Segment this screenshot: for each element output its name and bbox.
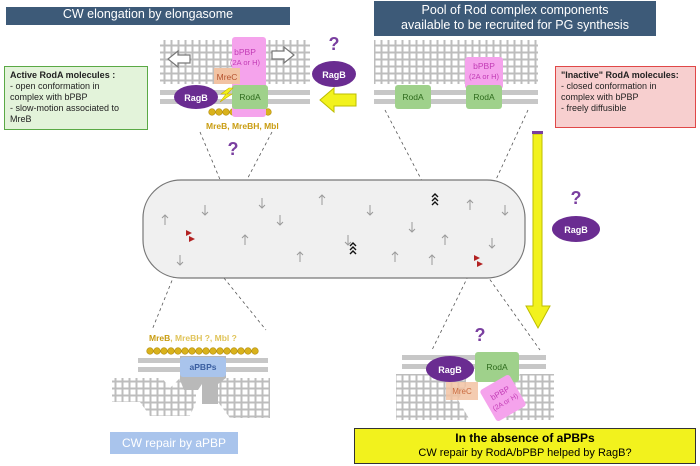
apbp-label: aPBPs (190, 362, 217, 372)
arrow-right-icon (271, 45, 295, 65)
active-roda-line2: complex with bPBP (10, 92, 88, 102)
repair2-membrane-inner (402, 364, 546, 369)
mreb-repair-filament (146, 347, 259, 355)
apbp-head (180, 357, 226, 377)
black-marker-2 (431, 193, 439, 206)
roda-repair-illustration: RodA MreC bPBP (2A or H) RagB (396, 352, 554, 421)
repair2-ragb-label: RagB (438, 365, 462, 375)
arrow-left-icon (167, 49, 191, 69)
active-roda-line3: - slow-motion associated to (10, 103, 120, 113)
repair2-mrec-label: MreC (452, 387, 472, 396)
title-repair-apbp: CW repair by aPBP (110, 432, 238, 454)
pool-roda-right-label: RodA (473, 92, 495, 102)
red-marker-2 (474, 255, 483, 267)
pool-roda-right (466, 85, 502, 109)
pool-cell-wall-mesh (374, 40, 538, 84)
repair-cell-wall-mesh (112, 378, 270, 418)
title-elongation: CW elongation by elongasome (6, 7, 290, 25)
ragb-free-top (312, 61, 356, 87)
repair2-roda-label: RodA (486, 362, 508, 372)
repair2-roda (475, 352, 519, 382)
yellow-arrow-down-icon (525, 133, 551, 330)
apbp-repair-illustration: MreB, MreBH ?, Mbl ? aPBPs (112, 333, 270, 418)
black-marker-1 (349, 242, 357, 255)
ragb-free-mid-label: RagB (564, 225, 588, 235)
absence-apbp-line1: CW repair by RodA/bPBP helped by RagB? (418, 447, 632, 459)
pool-bpbp-sublabel: (2A or H) (469, 72, 500, 81)
lightning-icon (219, 87, 234, 103)
inactive-roda-box: "Inactive" RodA molecules: - closed conf… (555, 66, 696, 128)
ragb-elongasome (174, 85, 218, 109)
bpbp-sublabel: (2A or H) (230, 58, 261, 67)
inactive-roda-line1: - closed conformation in (561, 81, 657, 91)
inactive-roda-line3: - freely diffusible (561, 103, 627, 113)
active-roda-heading: Active RodA molecules : (10, 70, 116, 80)
pool-bpbp-label: bPBP (473, 61, 495, 71)
repair2-membrane-outer (402, 355, 546, 360)
elongasome-illustration: MreB, MreBH, Mbl bPBP (2A or H) MreC Rod… (160, 37, 310, 131)
absence-apbp-box: In the absence of aPBPs CW repair by Rod… (354, 428, 696, 464)
mreb-repair-label: MreB, MreBH ?, Mbl ? (149, 333, 237, 343)
question-mark-mid-right: ? (571, 188, 582, 208)
roda-protein (232, 85, 268, 109)
mreb-label: MreB, MreBH, Mbl (206, 121, 279, 131)
title-pool-line2: available to be recruited for PG synthes… (401, 18, 629, 32)
ragb-free-mid (552, 216, 600, 242)
active-roda-box: Active RodA molecules : - open conformat… (4, 66, 148, 130)
pool-roda-left (395, 85, 431, 109)
title-pool: Pool of Rod complex components available… (374, 1, 656, 36)
repair2-bpbp (480, 375, 526, 421)
mrec-protein (214, 68, 240, 84)
title-pool-line1: Pool of Rod complex components (421, 3, 609, 17)
repair2-mrec (446, 382, 478, 400)
ragb-free-top-label: RagB (322, 70, 346, 80)
cell-arrows (161, 194, 509, 266)
pool-membrane-inner (374, 99, 538, 104)
pool-bpbp-protein (465, 57, 503, 89)
pool-illustration: bPBP (2A or H) RodA RodA (374, 40, 538, 109)
roda-label: RodA (239, 92, 261, 102)
absence-apbp-heading: In the absence of aPBPs (455, 431, 595, 445)
active-roda-line1: - open conformation in (10, 81, 100, 91)
mreb-repair-label-a: MreB (149, 333, 170, 343)
pool-roda-left-label: RodA (402, 92, 424, 102)
question-mark-elongasome: ? (228, 139, 239, 159)
repair2-ragb (426, 356, 474, 382)
inactive-roda-line2: complex with bPBP (561, 92, 639, 102)
ragb-elongasome-label: RagB (184, 93, 208, 103)
pool-membrane-outer (374, 90, 538, 95)
question-mark-1: ? (329, 34, 340, 54)
bpbp-label: bPBP (234, 47, 256, 57)
red-marker-1 (186, 230, 195, 242)
mreb-repair-label-b: , MreBH ?, Mbl ? (170, 333, 237, 343)
mrec-label: MreC (217, 72, 238, 82)
inactive-roda-heading: "Inactive" RodA molecules: (561, 70, 679, 80)
arrow-top-cap (532, 131, 543, 134)
active-roda-line4: MreB (10, 114, 32, 124)
question-mark-bottom: ? (475, 325, 486, 345)
yellow-arrow-left-icon (319, 86, 357, 114)
bacterial-cell (142, 179, 526, 279)
